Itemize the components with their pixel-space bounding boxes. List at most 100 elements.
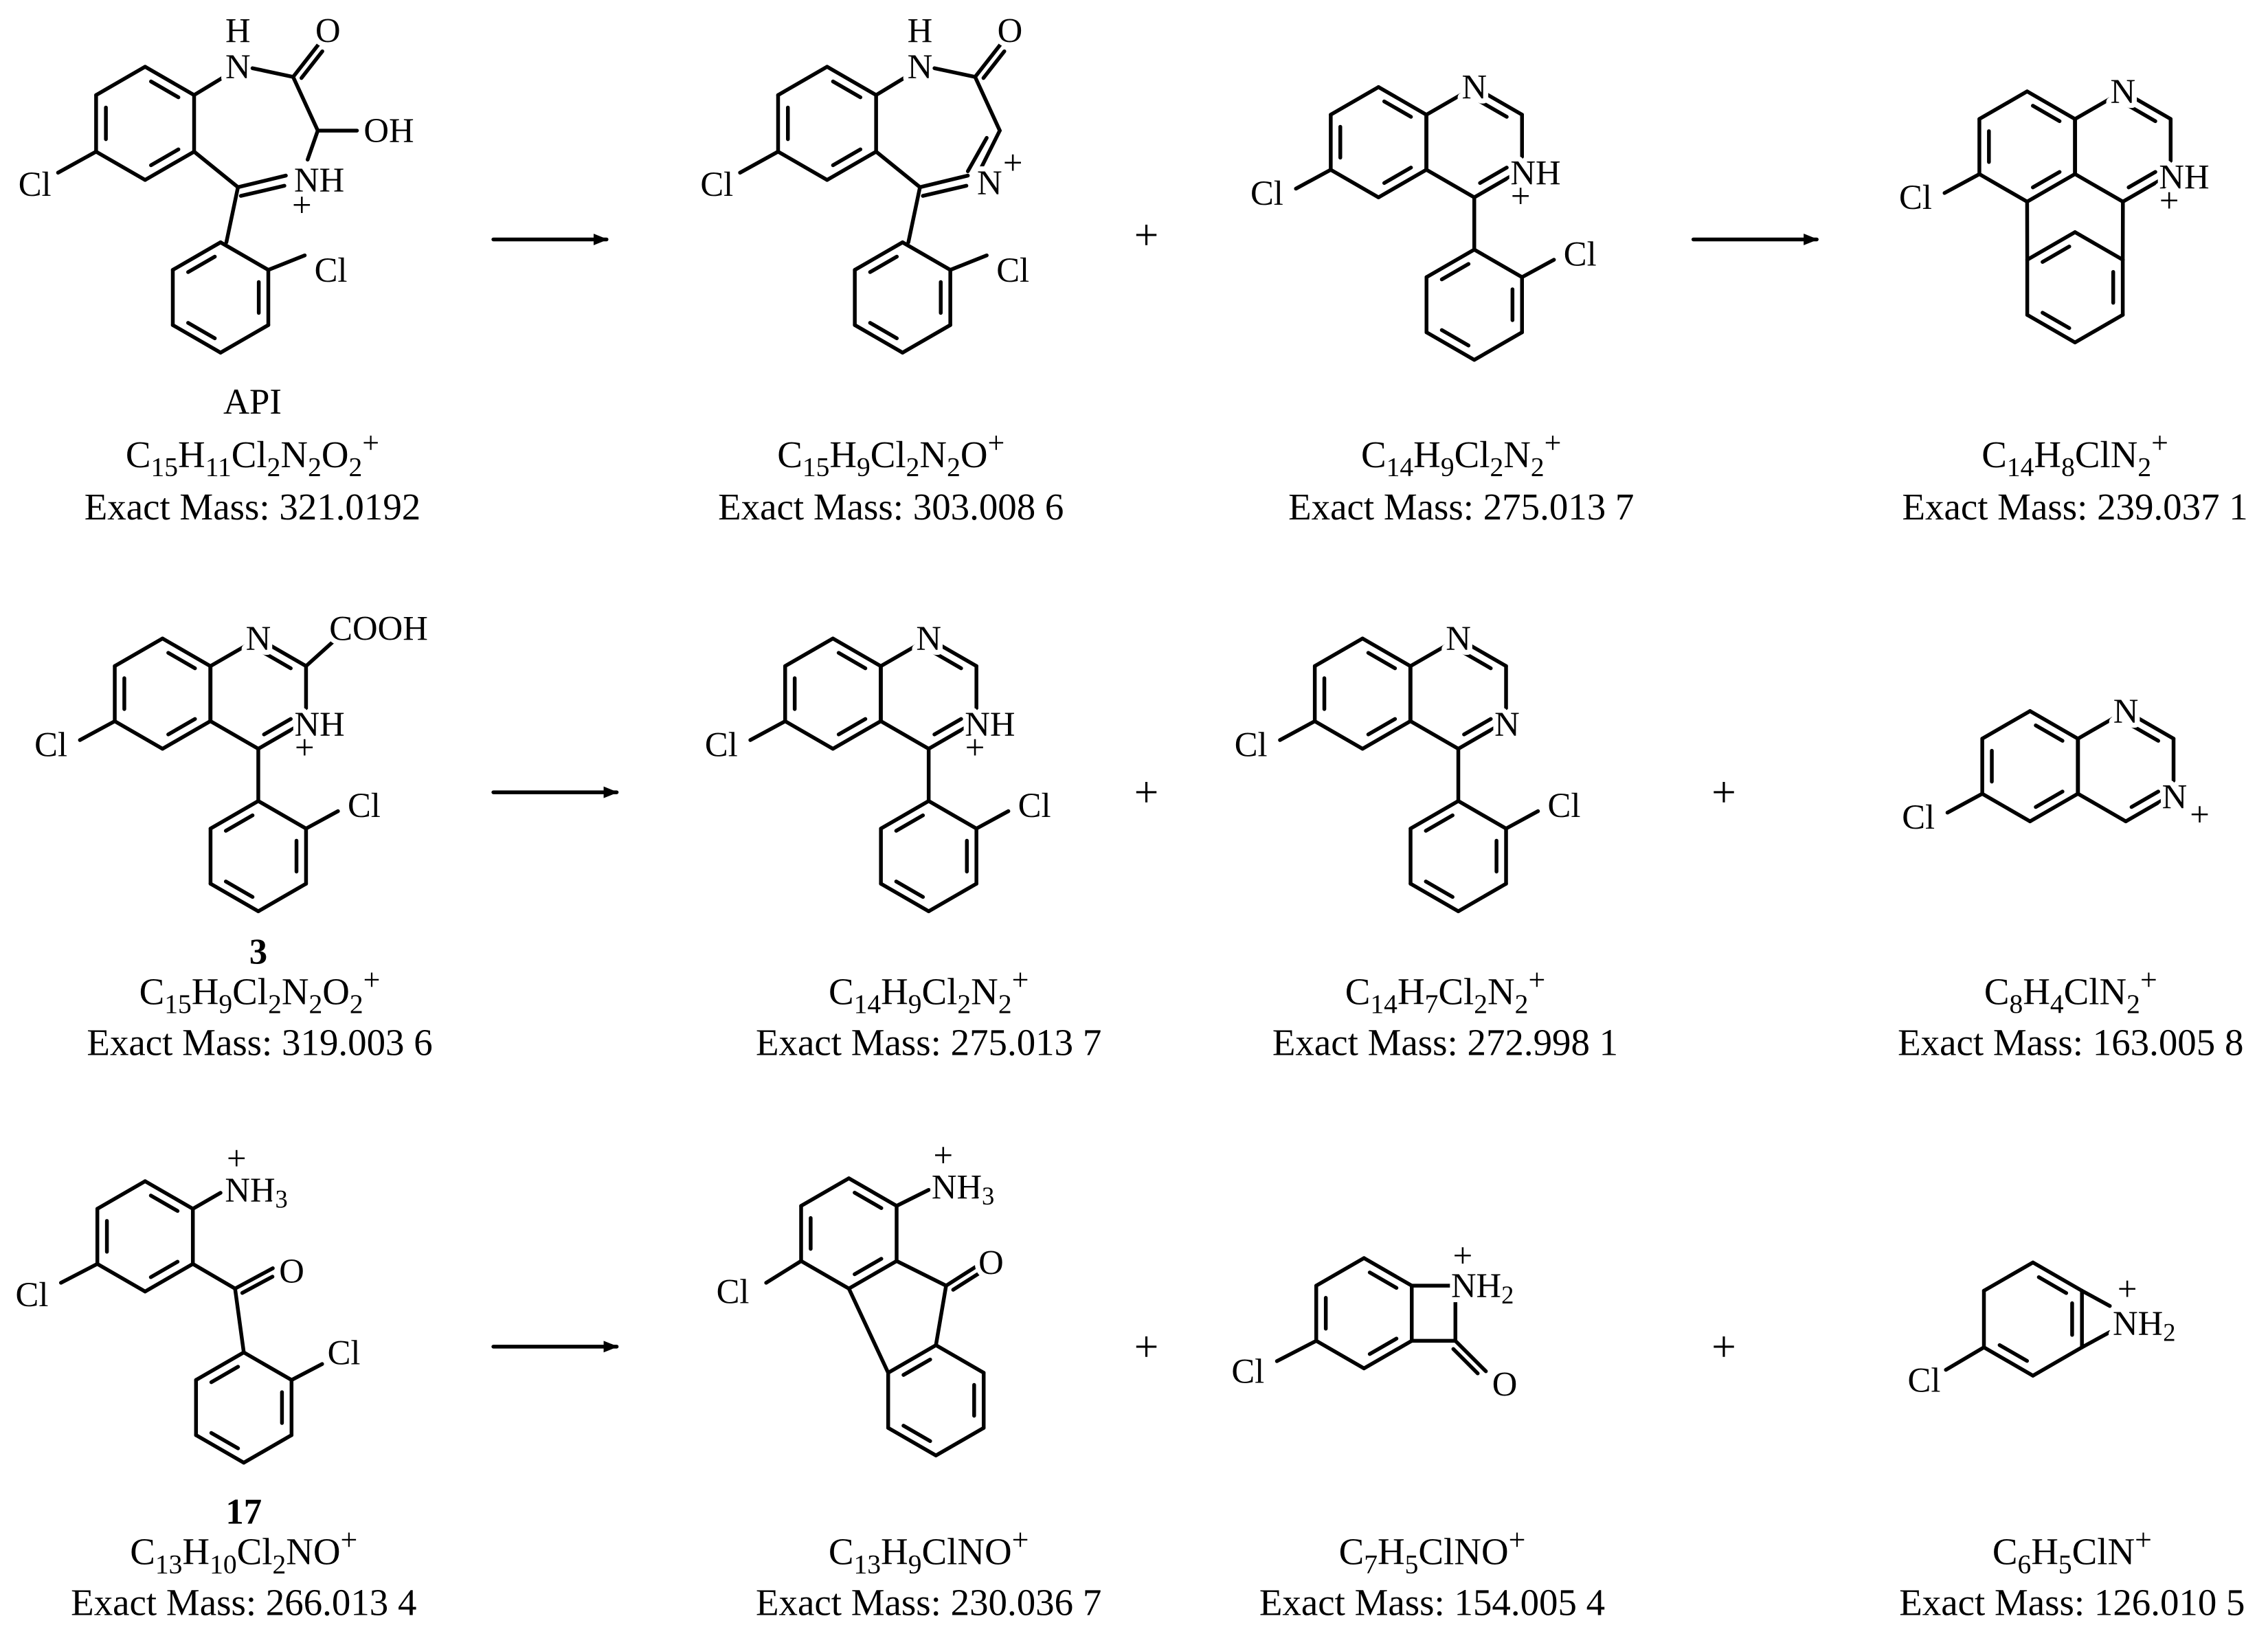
- exact-mass-label: Exact Mass: 126.010 5: [1899, 1582, 2245, 1624]
- double-bond-second-line: [1451, 1347, 1480, 1376]
- ring-bond: [143, 1262, 195, 1294]
- double-bond-inner-line: [2034, 723, 2065, 743]
- ring-bond: [1362, 1338, 1414, 1371]
- ring-bond: [1980, 792, 2032, 824]
- ring-bond: [95, 1179, 147, 1211]
- exact-mass-label: Exact Mass: 239.037 1: [1902, 486, 2247, 528]
- double-bond-inner-line: [166, 717, 197, 737]
- chlorine-label: Cl: [1018, 786, 1051, 825]
- ring-bond: [934, 1343, 986, 1375]
- oxygen-label: O: [1492, 1365, 1518, 1404]
- ring-bond: [1408, 799, 1461, 831]
- plus-sign: +: [1711, 768, 1736, 816]
- double-bond-inner-line: [1997, 1343, 2030, 1363]
- charge-label: +: [965, 728, 985, 767]
- ring-bond: [218, 240, 271, 272]
- double-bond-inner-line: [1439, 262, 1471, 282]
- double-bond-inner-line: [2031, 170, 2062, 190]
- exact-mass-label: Exact Mass: 321.0192: [85, 486, 421, 528]
- ring-bond: [208, 799, 260, 831]
- ring-bond: [1314, 1256, 1366, 1288]
- molecular-formula: C14H7Cl2N2+: [1345, 963, 1545, 1019]
- bond-line: [895, 1259, 948, 1288]
- bond-line: [1942, 172, 1981, 195]
- ring-bond: [2076, 792, 2128, 824]
- nitrogen-label: NH: [1510, 153, 1560, 192]
- ring-bond: [1312, 719, 1365, 751]
- ring-bond: [143, 65, 197, 98]
- ring-bond: [256, 799, 308, 831]
- ring-bond: [1472, 168, 1525, 199]
- bond-line: [748, 719, 787, 742]
- ring-bond: [256, 882, 308, 914]
- bond-line: [2080, 1288, 2112, 1308]
- ring-bond: [879, 799, 931, 831]
- double-bond-inner-line: [1478, 166, 1509, 186]
- double-bond-inner-line: [262, 651, 293, 671]
- oxygen-label: O: [978, 1243, 1004, 1281]
- double-bond-inner-line: [853, 1190, 884, 1210]
- ring-bond: [926, 799, 978, 831]
- ring-bond: [2031, 1260, 2084, 1293]
- double-bond-inner-line: [1366, 651, 1397, 671]
- bond-line: [1504, 809, 1540, 831]
- bond-line: [921, 183, 969, 198]
- bond-line: [918, 173, 970, 190]
- double-bond-inner-line: [2129, 723, 2161, 743]
- ring-bond: [113, 719, 165, 751]
- ring-bond: [2025, 172, 2077, 204]
- bond-line: [1520, 258, 1556, 280]
- ring-bond: [879, 882, 931, 914]
- double-bond-inner-line: [1366, 717, 1397, 737]
- ring-bond: [1360, 719, 1413, 751]
- plus-sign: +: [1134, 1323, 1159, 1371]
- ring-bond: [2073, 172, 2125, 204]
- double-bond-inner-line: [932, 651, 963, 671]
- ring-bond: [242, 1433, 294, 1465]
- double-bond: [973, 41, 1004, 79]
- exact-mass-label: Exact Mass: 303.008 6: [718, 486, 1064, 528]
- double-bond-inner-line: [262, 717, 293, 737]
- ring-bond: [194, 1350, 246, 1382]
- bond-line: [56, 149, 98, 175]
- chlorine-label: Cl: [1231, 1352, 1264, 1391]
- ring-bond: [95, 1262, 147, 1294]
- bond-line: [190, 1191, 223, 1211]
- ring-bond: [2124, 792, 2176, 824]
- chlorine-label: Cl: [19, 165, 52, 203]
- ring-bond: [2025, 313, 2077, 345]
- nitrogen-label: N: [2111, 72, 2136, 111]
- double-bond-inner-line: [166, 651, 197, 671]
- bond-line: [932, 66, 977, 79]
- bond-line: [965, 135, 989, 173]
- bond-line: [58, 1262, 100, 1285]
- ring-bond: [218, 323, 271, 355]
- ring-bond: [825, 65, 878, 98]
- double-bond-inner-line: [1439, 328, 1471, 348]
- molecular-formula: C14H8ClN2+: [1981, 426, 2168, 482]
- double-bond-inner-line: [2031, 104, 2062, 124]
- ring-bond: [1360, 636, 1413, 669]
- ring-bond: [1456, 719, 1508, 751]
- chlorine-label: Cl: [700, 165, 733, 203]
- ring-bond: [113, 636, 165, 669]
- bond-line: [1944, 1345, 1986, 1372]
- ring-bond: [886, 1343, 938, 1375]
- carboxyl-label: COOH: [329, 609, 428, 647]
- chlorine-label: Cl: [34, 725, 67, 763]
- bond-line: [978, 128, 1002, 170]
- nitrogen-label: N: [1461, 68, 1487, 107]
- bond-line: [1278, 719, 1317, 742]
- bond-line: [304, 809, 340, 831]
- ring-bond: [900, 240, 952, 272]
- ring-bond: [1408, 882, 1461, 914]
- oxygen-label: O: [998, 11, 1023, 49]
- double-bond-inner-line: [186, 321, 217, 341]
- ring-bond: [900, 323, 952, 355]
- charge-label: +: [2159, 181, 2179, 219]
- compound-name-label: 17: [225, 1492, 262, 1532]
- double-bond-inner-line: [1424, 813, 1455, 833]
- bond-line: [250, 66, 295, 79]
- molecular-formula: C15H9Cl2N2O2+: [139, 963, 381, 1019]
- ring-bond: [170, 240, 223, 272]
